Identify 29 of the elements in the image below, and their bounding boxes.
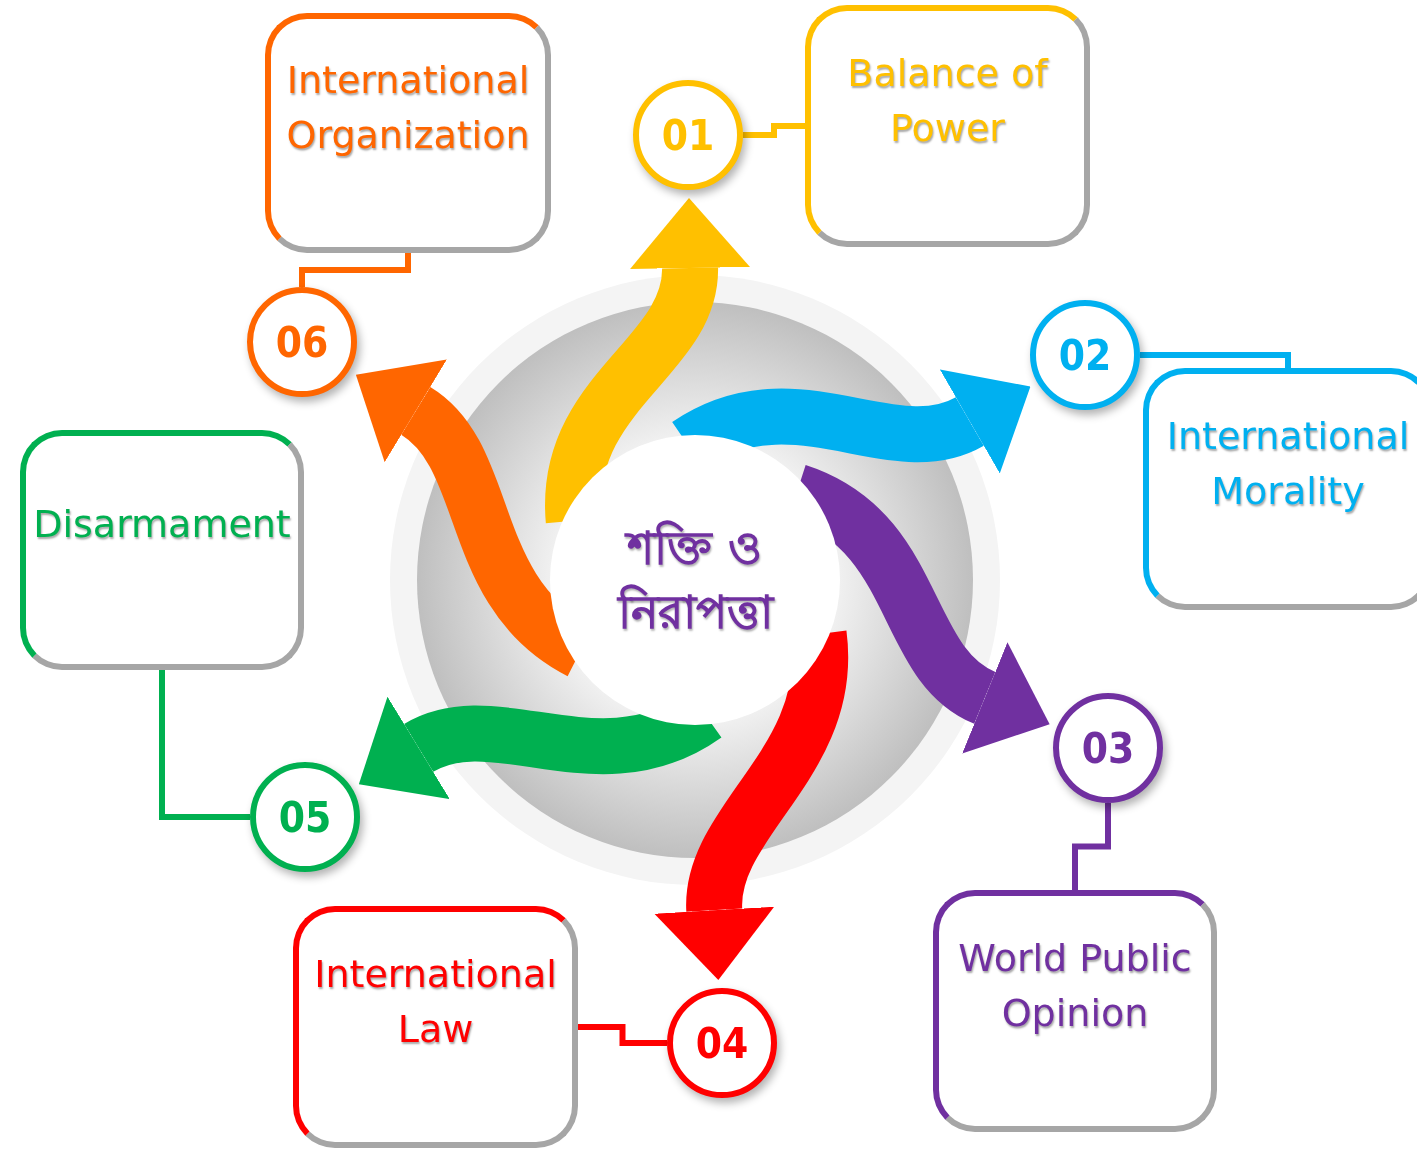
curved-arrow [654,632,848,981]
connector-line [1140,352,1291,368]
number-label: 03 [1081,723,1135,773]
box-text: International Organization [285,56,531,159]
box-text: Disarmament [33,501,291,549]
box-text: International Law [313,950,558,1053]
rounded-box [293,906,578,1148]
rounded-box [933,890,1217,1132]
connector-line [1072,803,1111,890]
connector-line [159,670,250,820]
number-circle [1030,300,1140,410]
number-circle [1053,693,1163,803]
box-text: World Public Opinion [957,934,1193,1037]
number-label: 06 [275,317,329,367]
center-title: শক্তি ও নিরাপত্তা [615,519,776,641]
box-text: Balance of Power [846,49,1050,152]
rounded-box [1143,368,1417,610]
number-label: 02 [1058,330,1112,380]
box-text: International Morality [1165,412,1411,515]
connector-line [743,123,805,138]
number-label: 05 [278,792,332,842]
rounded-box [20,430,304,670]
connector-line [299,253,411,287]
connector-line [578,1024,667,1046]
number-label: 04 [695,1018,749,1068]
rounded-box [805,5,1090,247]
curved-arrow [545,198,750,521]
rounded-box [265,13,551,253]
number-label: 01 [661,110,715,160]
